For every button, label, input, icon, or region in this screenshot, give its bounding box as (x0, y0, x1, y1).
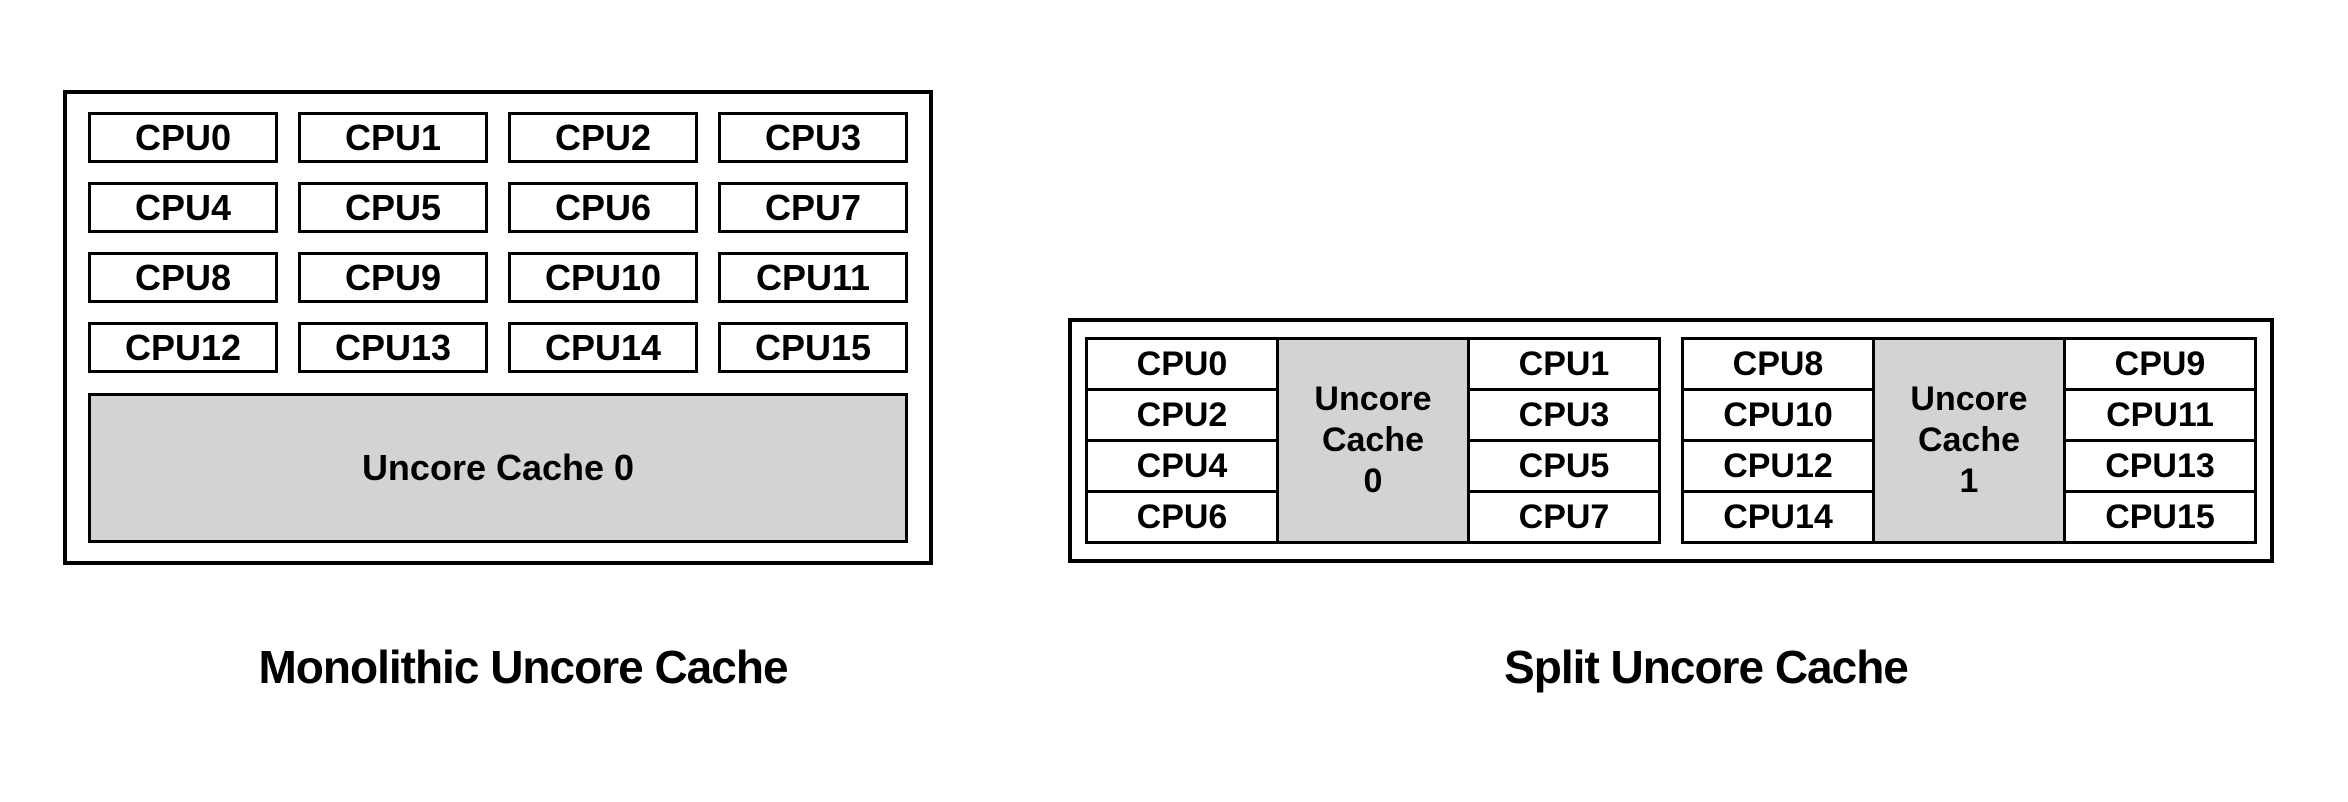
cpu-box: CPU15 (718, 322, 908, 373)
cpu-box: CPU13 (298, 322, 488, 373)
cpu-box: CPU3 (718, 112, 908, 163)
cpu-cell: CPU2 (1085, 388, 1279, 442)
cpu-box: CPU11 (718, 252, 908, 303)
cpu-box: CPU14 (508, 322, 698, 373)
cpu-cell: CPU14 (1681, 490, 1875, 544)
monolithic-caption: Monolithic Uncore Cache (258, 641, 788, 693)
split-cluster-1: CPU8 Uncore Cache 1 CPU9 CPU10 CPU11 CPU… (1681, 337, 2257, 544)
cpu-row-3: CPU12 CPU13 CPU14 CPU15 (88, 322, 908, 373)
cpu-cell: CPU3 (1467, 388, 1661, 442)
cpu-box: CPU5 (298, 182, 488, 233)
cpu-row-0: CPU0 CPU1 CPU2 CPU3 (88, 112, 908, 163)
cpu-cell: CPU10 (1681, 388, 1875, 442)
cpu-box: CPU12 (88, 322, 278, 373)
cpu-cell: CPU11 (2063, 388, 2257, 442)
cpu-row-2: CPU8 CPU9 CPU10 CPU11 (88, 252, 908, 303)
cpu-cell: CPU12 (1681, 439, 1875, 493)
cpu-row-1: CPU4 CPU5 CPU6 CPU7 (88, 182, 908, 233)
uncore-cache-0-cell: Uncore Cache 0 (1276, 337, 1470, 544)
cpu-cell: CPU4 (1085, 439, 1279, 493)
cpu-box: CPU2 (508, 112, 698, 163)
cpu-cell: CPU15 (2063, 490, 2257, 544)
uncore-cache-1-label: Uncore Cache 1 (1910, 380, 2028, 500)
cpu-box: CPU0 (88, 112, 278, 163)
cpu-box: CPU9 (298, 252, 488, 303)
cpu-cell: CPU13 (2063, 439, 2257, 493)
cpu-box: CPU1 (298, 112, 488, 163)
cpu-cell: CPU9 (2063, 337, 2257, 391)
uncore-cache-1-cell: Uncore Cache 1 (1872, 337, 2066, 544)
cpu-box: CPU7 (718, 182, 908, 233)
cpu-box: CPU4 (88, 182, 278, 233)
split-diagram-box: CPU0 Uncore Cache 0 CPU1 CPU2 CPU3 CPU4 … (1068, 318, 2274, 563)
cpu-box: CPU8 (88, 252, 278, 303)
cpu-cell: CPU5 (1467, 439, 1661, 493)
cpu-cell: CPU8 (1681, 337, 1875, 391)
uncore-cache-0-box: Uncore Cache 0 (88, 393, 908, 543)
uncore-cache-0-label: Uncore Cache 0 (1314, 380, 1432, 500)
monolithic-diagram-box: CPU0 CPU1 CPU2 CPU3 CPU4 CPU5 CPU6 CPU7 … (63, 90, 933, 565)
cpu-cell: CPU1 (1467, 337, 1661, 391)
cpu-box: CPU6 (508, 182, 698, 233)
split-caption: Split Uncore Cache (1504, 641, 1909, 693)
cpu-cell: CPU0 (1085, 337, 1279, 391)
cpu-cell: CPU6 (1085, 490, 1279, 544)
split-cluster-0: CPU0 Uncore Cache 0 CPU1 CPU2 CPU3 CPU4 … (1085, 337, 1661, 544)
cpu-box: CPU10 (508, 252, 698, 303)
cpu-cell: CPU7 (1467, 490, 1661, 544)
